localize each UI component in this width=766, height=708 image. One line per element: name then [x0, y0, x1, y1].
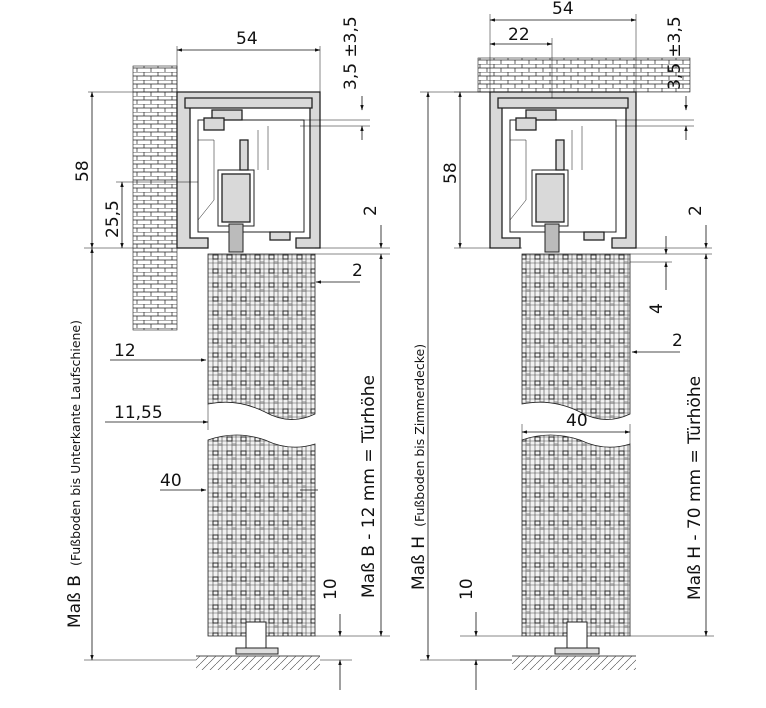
left-unit: 54 3,5 ±3,5 58 25,5 2 2 12 11,55 40	[65, 16, 390, 690]
left-dim-width: 54	[236, 29, 258, 49]
right-door-lower	[521, 434, 631, 637]
right-dim-bottom: 10	[457, 578, 477, 600]
left-dim-12: 12	[114, 341, 136, 361]
right-bolt	[544, 223, 560, 253]
right-ceiling-bricks	[477, 57, 691, 93]
right-unit: 54 22 3,5 ±3,5 58 2 4 2 40	[409, 0, 714, 690]
left-bolt	[228, 223, 244, 253]
right-dim-width: 54	[552, 0, 574, 19]
right-dim-door: 40	[566, 411, 588, 431]
left-dim-gap-top: 2	[361, 205, 381, 216]
right-track-profile	[489, 91, 637, 249]
left-floor-guide	[245, 621, 267, 649]
left-dim-height: 58	[73, 160, 93, 182]
left-door-upper	[207, 253, 316, 420]
left-dim-offset: 25,5	[103, 200, 123, 238]
right-dim-height: 58	[441, 162, 461, 184]
right-dim-gap-top: 2	[686, 205, 706, 216]
left-door-lower	[207, 434, 316, 637]
left-dim-door: 40	[160, 471, 182, 491]
right-dim-22: 22	[508, 25, 530, 45]
left-track-profile	[176, 91, 321, 249]
right-floor-guide	[566, 621, 588, 649]
right-dim-4: 4	[647, 303, 667, 314]
right-dim-gap-side: 2	[672, 331, 683, 351]
left-dim-tolerance: 3,5 ±3,5	[341, 16, 361, 90]
right-floor	[512, 656, 636, 670]
left-wall-bricks	[132, 65, 178, 331]
right-dim-tolerance: 3,5 ±3,5	[665, 16, 685, 90]
right-door-upper	[521, 253, 631, 420]
left-dim-11-55: 11,55	[114, 403, 163, 423]
left-floor	[196, 656, 320, 670]
left-dim-bottom: 10	[321, 578, 341, 600]
right-label-door-height: Maß H - 70 mm = Türhöhe	[685, 376, 705, 600]
left-dim-gap-side: 2	[352, 261, 363, 281]
left-label-door-height: Maß B - 12 mm = Türhöhe	[359, 375, 379, 598]
left-label-total: Maß B (Fußboden bis Unterkante Laufschie…	[65, 320, 85, 628]
right-label-total: Maß H (Fußboden bis Zimmerdecke)	[409, 344, 429, 590]
